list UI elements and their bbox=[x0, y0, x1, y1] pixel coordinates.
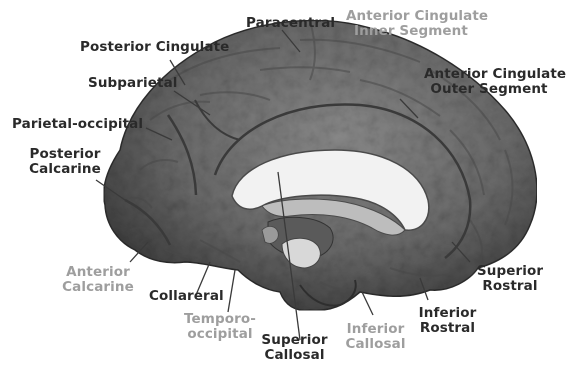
label-inferior-callosal: Inferior Callosal bbox=[338, 322, 413, 352]
label-temporo-occipital-line2: occipital bbox=[180, 327, 260, 342]
label-inferior-rostral-line2: Rostral bbox=[410, 321, 485, 336]
label-superior-callosal: Superior Callosal bbox=[257, 333, 332, 363]
label-collareral: Collareral bbox=[149, 289, 224, 304]
label-posterior-calcarine-line1: Posterior bbox=[20, 147, 110, 162]
label-superior-callosal-line2: Callosal bbox=[257, 348, 332, 363]
label-anterior-cingulate-inner-line1: Anterior Cingulate bbox=[346, 9, 476, 24]
label-anterior-cingulate-outer-line2: Outer Segment bbox=[424, 82, 554, 97]
label-anterior-cingulate-outer-segment: Anterior Cingulate Outer Segment bbox=[424, 67, 554, 97]
label-anterior-cingulate-inner-line2: Inner Segment bbox=[346, 24, 476, 39]
label-inferior-rostral-line1: Inferior bbox=[410, 306, 485, 321]
label-anterior-calcarine-line1: Anterior bbox=[58, 265, 138, 280]
label-posterior-calcarine-line2: Calcarine bbox=[20, 162, 110, 177]
label-temporo-occipital: Temporo- occipital bbox=[180, 312, 260, 342]
label-superior-callosal-line1: Superior bbox=[257, 333, 332, 348]
label-temporo-occipital-line1: Temporo- bbox=[180, 312, 260, 327]
label-superior-rostral: Superior Rostral bbox=[470, 264, 550, 294]
label-paracentral: Paracentral bbox=[246, 16, 335, 31]
label-superior-rostral-line1: Superior bbox=[470, 264, 550, 279]
label-inferior-callosal-line1: Inferior bbox=[338, 322, 413, 337]
label-anterior-cingulate-outer-line1: Anterior Cingulate bbox=[424, 67, 554, 82]
midbrain bbox=[262, 226, 278, 243]
label-posterior-calcarine: Posterior Calcarine bbox=[20, 147, 110, 177]
label-anterior-cingulate-inner-segment: Anterior Cingulate Inner Segment bbox=[346, 9, 476, 39]
label-anterior-calcarine: Anterior Calcarine bbox=[58, 265, 138, 295]
label-inferior-rostral: Inferior Rostral bbox=[410, 306, 485, 336]
label-parietal-occipital: Parietal-occipital bbox=[12, 117, 143, 132]
label-anterior-calcarine-line2: Calcarine bbox=[58, 280, 138, 295]
label-inferior-callosal-line2: Callosal bbox=[338, 337, 413, 352]
label-posterior-cingulate: Posterior Cingulate bbox=[80, 40, 229, 55]
label-superior-rostral-line2: Rostral bbox=[470, 279, 550, 294]
label-subparietal: Subparietal bbox=[88, 76, 178, 91]
